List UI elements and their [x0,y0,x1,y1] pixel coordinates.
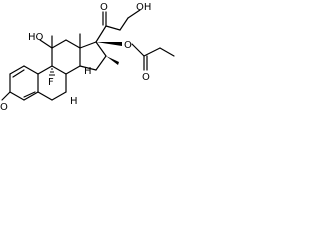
bond [9,91,25,101]
bond-double [23,91,36,98]
ring-b [37,65,67,101]
bond [37,65,53,75]
bond [51,91,67,101]
label-o-ester: O [124,40,132,51]
bond [23,65,39,75]
bond [79,65,97,71]
bond [37,91,53,101]
ring-a [1,65,39,101]
bond [105,25,121,31]
wedge-methyl-16 [106,56,119,65]
bond [79,41,97,49]
label-oh-top: OH [136,2,151,13]
bond-ketone [1,91,11,101]
label-o-ester-carbonyl: O [142,72,150,83]
label-oh-11: HO [28,32,44,43]
bond [51,65,67,75]
bond-oh-11 [39,39,53,49]
bond [65,65,81,75]
chemical-structure: OH HO O O O F O H H [0,2,175,113]
bond-ester [131,43,145,57]
ring-d [79,41,107,71]
bond-double [12,69,25,78]
hash-fluoro [49,68,55,76]
bond [51,39,67,49]
wedge-ester [96,42,122,46]
bond [95,41,107,57]
label-o-carbonyl: O [100,2,108,13]
bond [23,91,39,101]
bond [65,39,81,49]
bond [9,65,25,75]
label-o-ketone: O [0,102,8,113]
bond [95,55,107,71]
bond [127,9,141,19]
bond-ethyl [143,47,161,57]
bond-ch2oh [119,17,129,31]
label-f: F [48,77,54,88]
ring-c [51,39,81,75]
label-h-14: H [84,66,92,77]
label-h-8: H [70,96,78,107]
bond-side-chain [95,25,107,43]
bond [159,47,175,57]
